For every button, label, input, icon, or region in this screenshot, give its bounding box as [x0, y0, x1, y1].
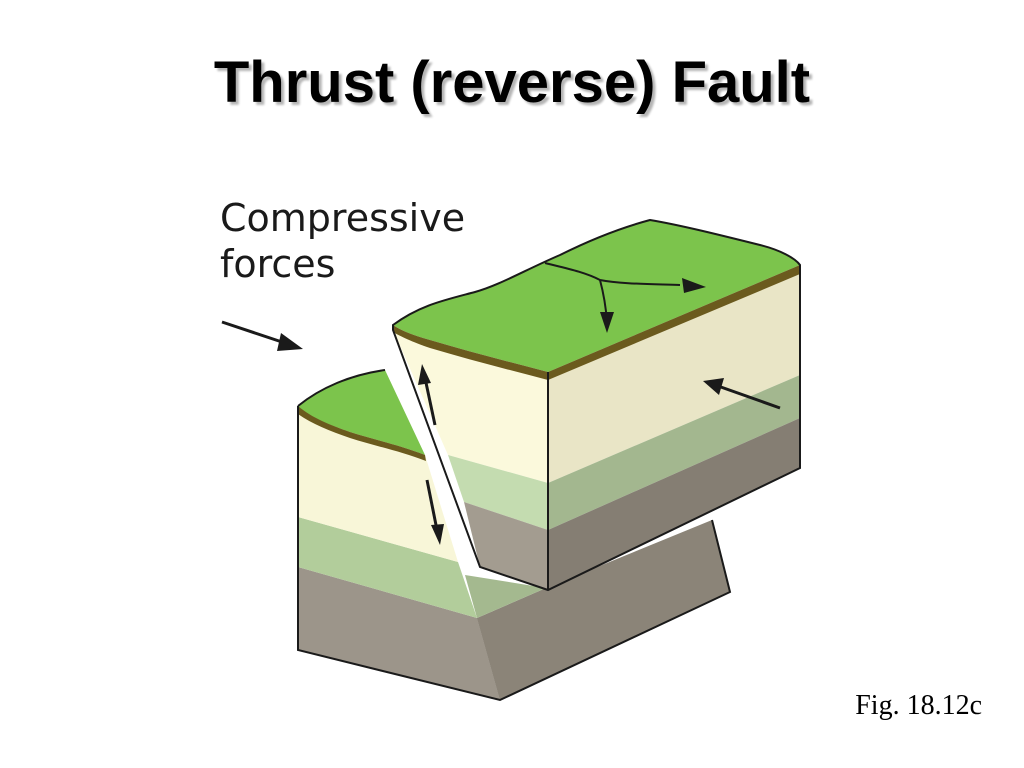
hw-soil-band	[393, 265, 800, 380]
force-arrows	[221, 320, 781, 545]
footwall-block	[297, 369, 732, 702]
left-force-arrowhead	[277, 333, 303, 351]
hw-front-green	[548, 375, 800, 530]
footwall-front-cream-layer	[298, 410, 458, 562]
hw-front-cream	[548, 270, 800, 483]
force-label-line-2: forces	[220, 242, 336, 286]
footwall-front-gray-layer	[298, 567, 500, 700]
right-force-arrowhead	[703, 378, 724, 395]
down-motion-arrowhead	[431, 524, 444, 545]
force-label-line-1: Compressive	[220, 196, 466, 240]
footwall-front-green-layer	[298, 517, 477, 618]
footwall-top-surface	[298, 370, 425, 455]
footwall-side-lower	[477, 520, 730, 700]
figure-caption: Fig. 18.12c	[855, 690, 982, 721]
hw-front-gray	[548, 418, 800, 590]
up-motion-arrowhead	[418, 364, 431, 385]
footwall-side-green	[465, 575, 546, 618]
slide-title: Thrust (reverse) Fault	[213, 50, 811, 115]
fault-face-green	[448, 455, 548, 530]
footwall-outline	[297, 369, 732, 702]
hw-top-surface	[393, 220, 800, 372]
crack-arrowhead-right	[682, 278, 706, 293]
hanging-wall-block	[392, 218, 801, 592]
footwall-soil-band	[298, 406, 426, 461]
hw-outline	[392, 218, 801, 592]
crack-arrowhead-down	[600, 312, 614, 333]
compressive-forces-label: Compressive forces	[220, 195, 465, 287]
